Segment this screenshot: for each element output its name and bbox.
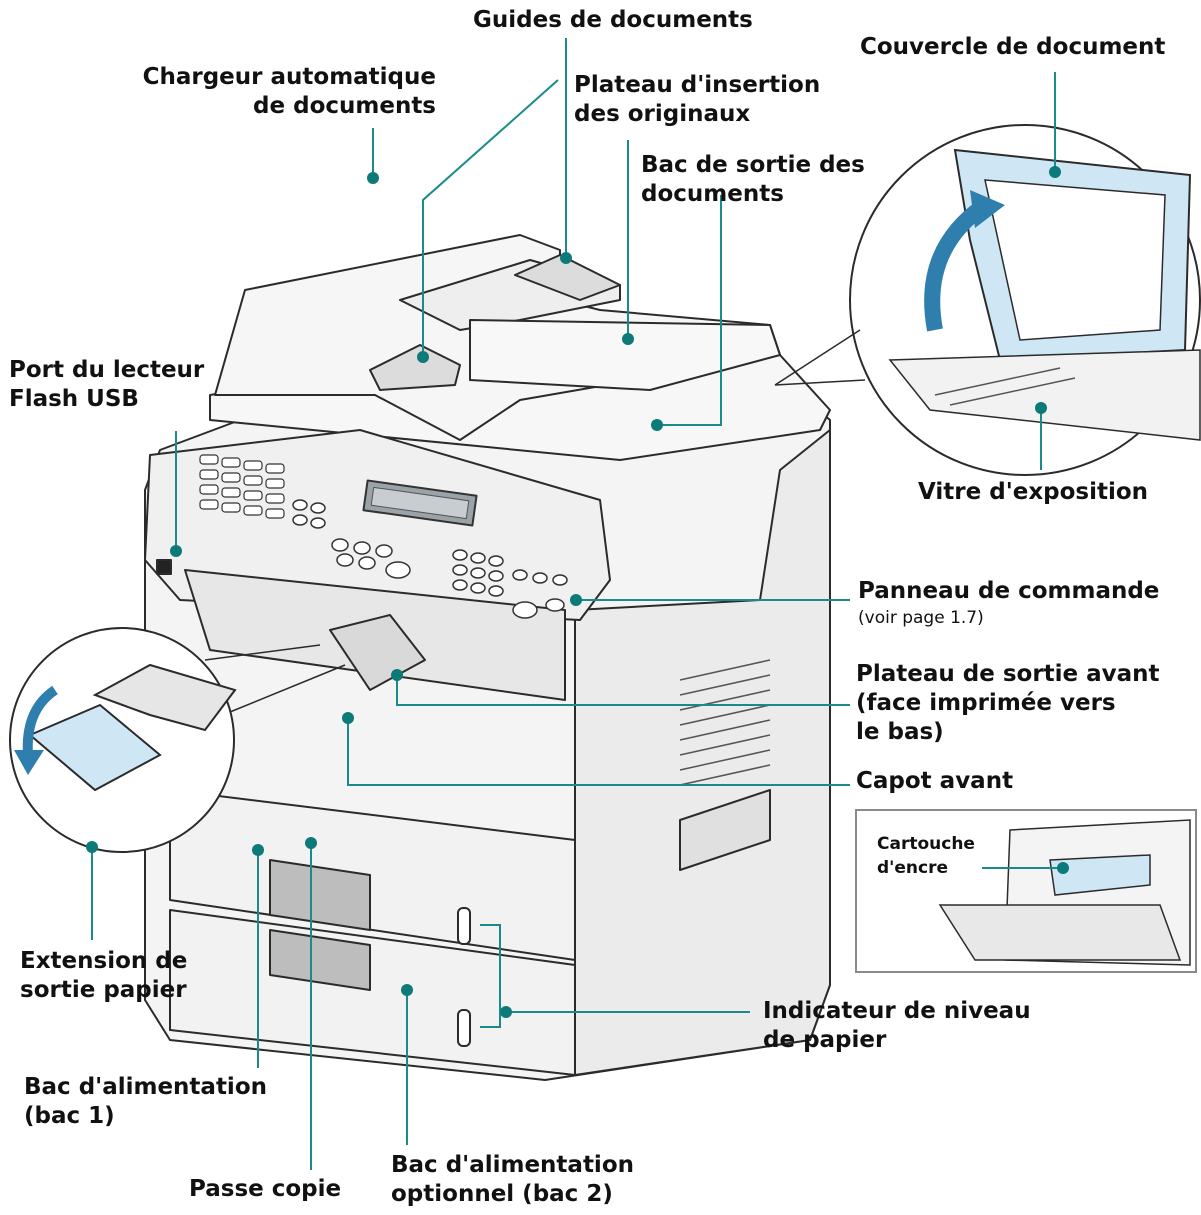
leader-dot-insert-tray [417, 351, 429, 363]
label-front-output: Plateau de sortie avant(face imprimée ve… [856, 661, 1160, 745]
keypad-buttons [292, 499, 568, 619]
side-vents [679, 659, 771, 786]
leader-dot-bypass [305, 837, 317, 849]
paper-extension-inset [9, 627, 346, 853]
leader-dot-insert-tray-2 [622, 333, 634, 345]
leader-line-front-output [396, 675, 850, 706]
leader-dot-usb [170, 545, 182, 557]
leader-dot-front-cover [342, 712, 354, 724]
leader-dot-adf [367, 172, 379, 184]
label-control-panel-ref: (voir page 1.7) [858, 608, 984, 628]
leader-dots [86, 166, 1069, 1018]
label-bypass: Passe copie [189, 1176, 342, 1202]
leader-dot-guides [560, 252, 572, 264]
label-cover: Couvercle de document [860, 34, 1166, 60]
leader-dot-front-output [391, 669, 403, 681]
toner-inset [855, 809, 1197, 973]
leader-dot-tray1 [252, 844, 264, 856]
leader-dot-toner [1057, 862, 1069, 874]
one-touch-grid [199, 454, 285, 519]
cover-glass-inset [774, 124, 1201, 476]
label-glass: Vitre d'exposition [918, 479, 1149, 505]
leader-line-insert-tray [422, 79, 559, 357]
label-tray1: Bac d'alimentation(bac 1) [24, 1074, 267, 1129]
leader-dot-output-docs [651, 419, 663, 431]
leader-dot-glass [1035, 402, 1047, 414]
leader-lines [91, 38, 1063, 1170]
tray-1-drawer [169, 789, 576, 961]
leader-line-front-cover [347, 718, 850, 786]
label-guides: Guides de documents [473, 7, 753, 33]
leader-dot-paper-level-b [500, 1006, 512, 1018]
label-front-cover: Capot avant [856, 768, 1014, 794]
leader-dot-tray2 [401, 984, 413, 996]
leader-dot-cover [1049, 166, 1061, 178]
usb-port-slot [156, 559, 172, 575]
printer-side-panel [574, 429, 831, 1076]
leader-line-paper-level-a [480, 924, 501, 1028]
leader-dot-paper-ext [86, 841, 98, 853]
leader-dot-control-panel [570, 594, 582, 606]
label-control-panel: Panneau de commande (voir page 1.7) [858, 578, 1160, 628]
leader-line-output-docs [657, 195, 722, 426]
